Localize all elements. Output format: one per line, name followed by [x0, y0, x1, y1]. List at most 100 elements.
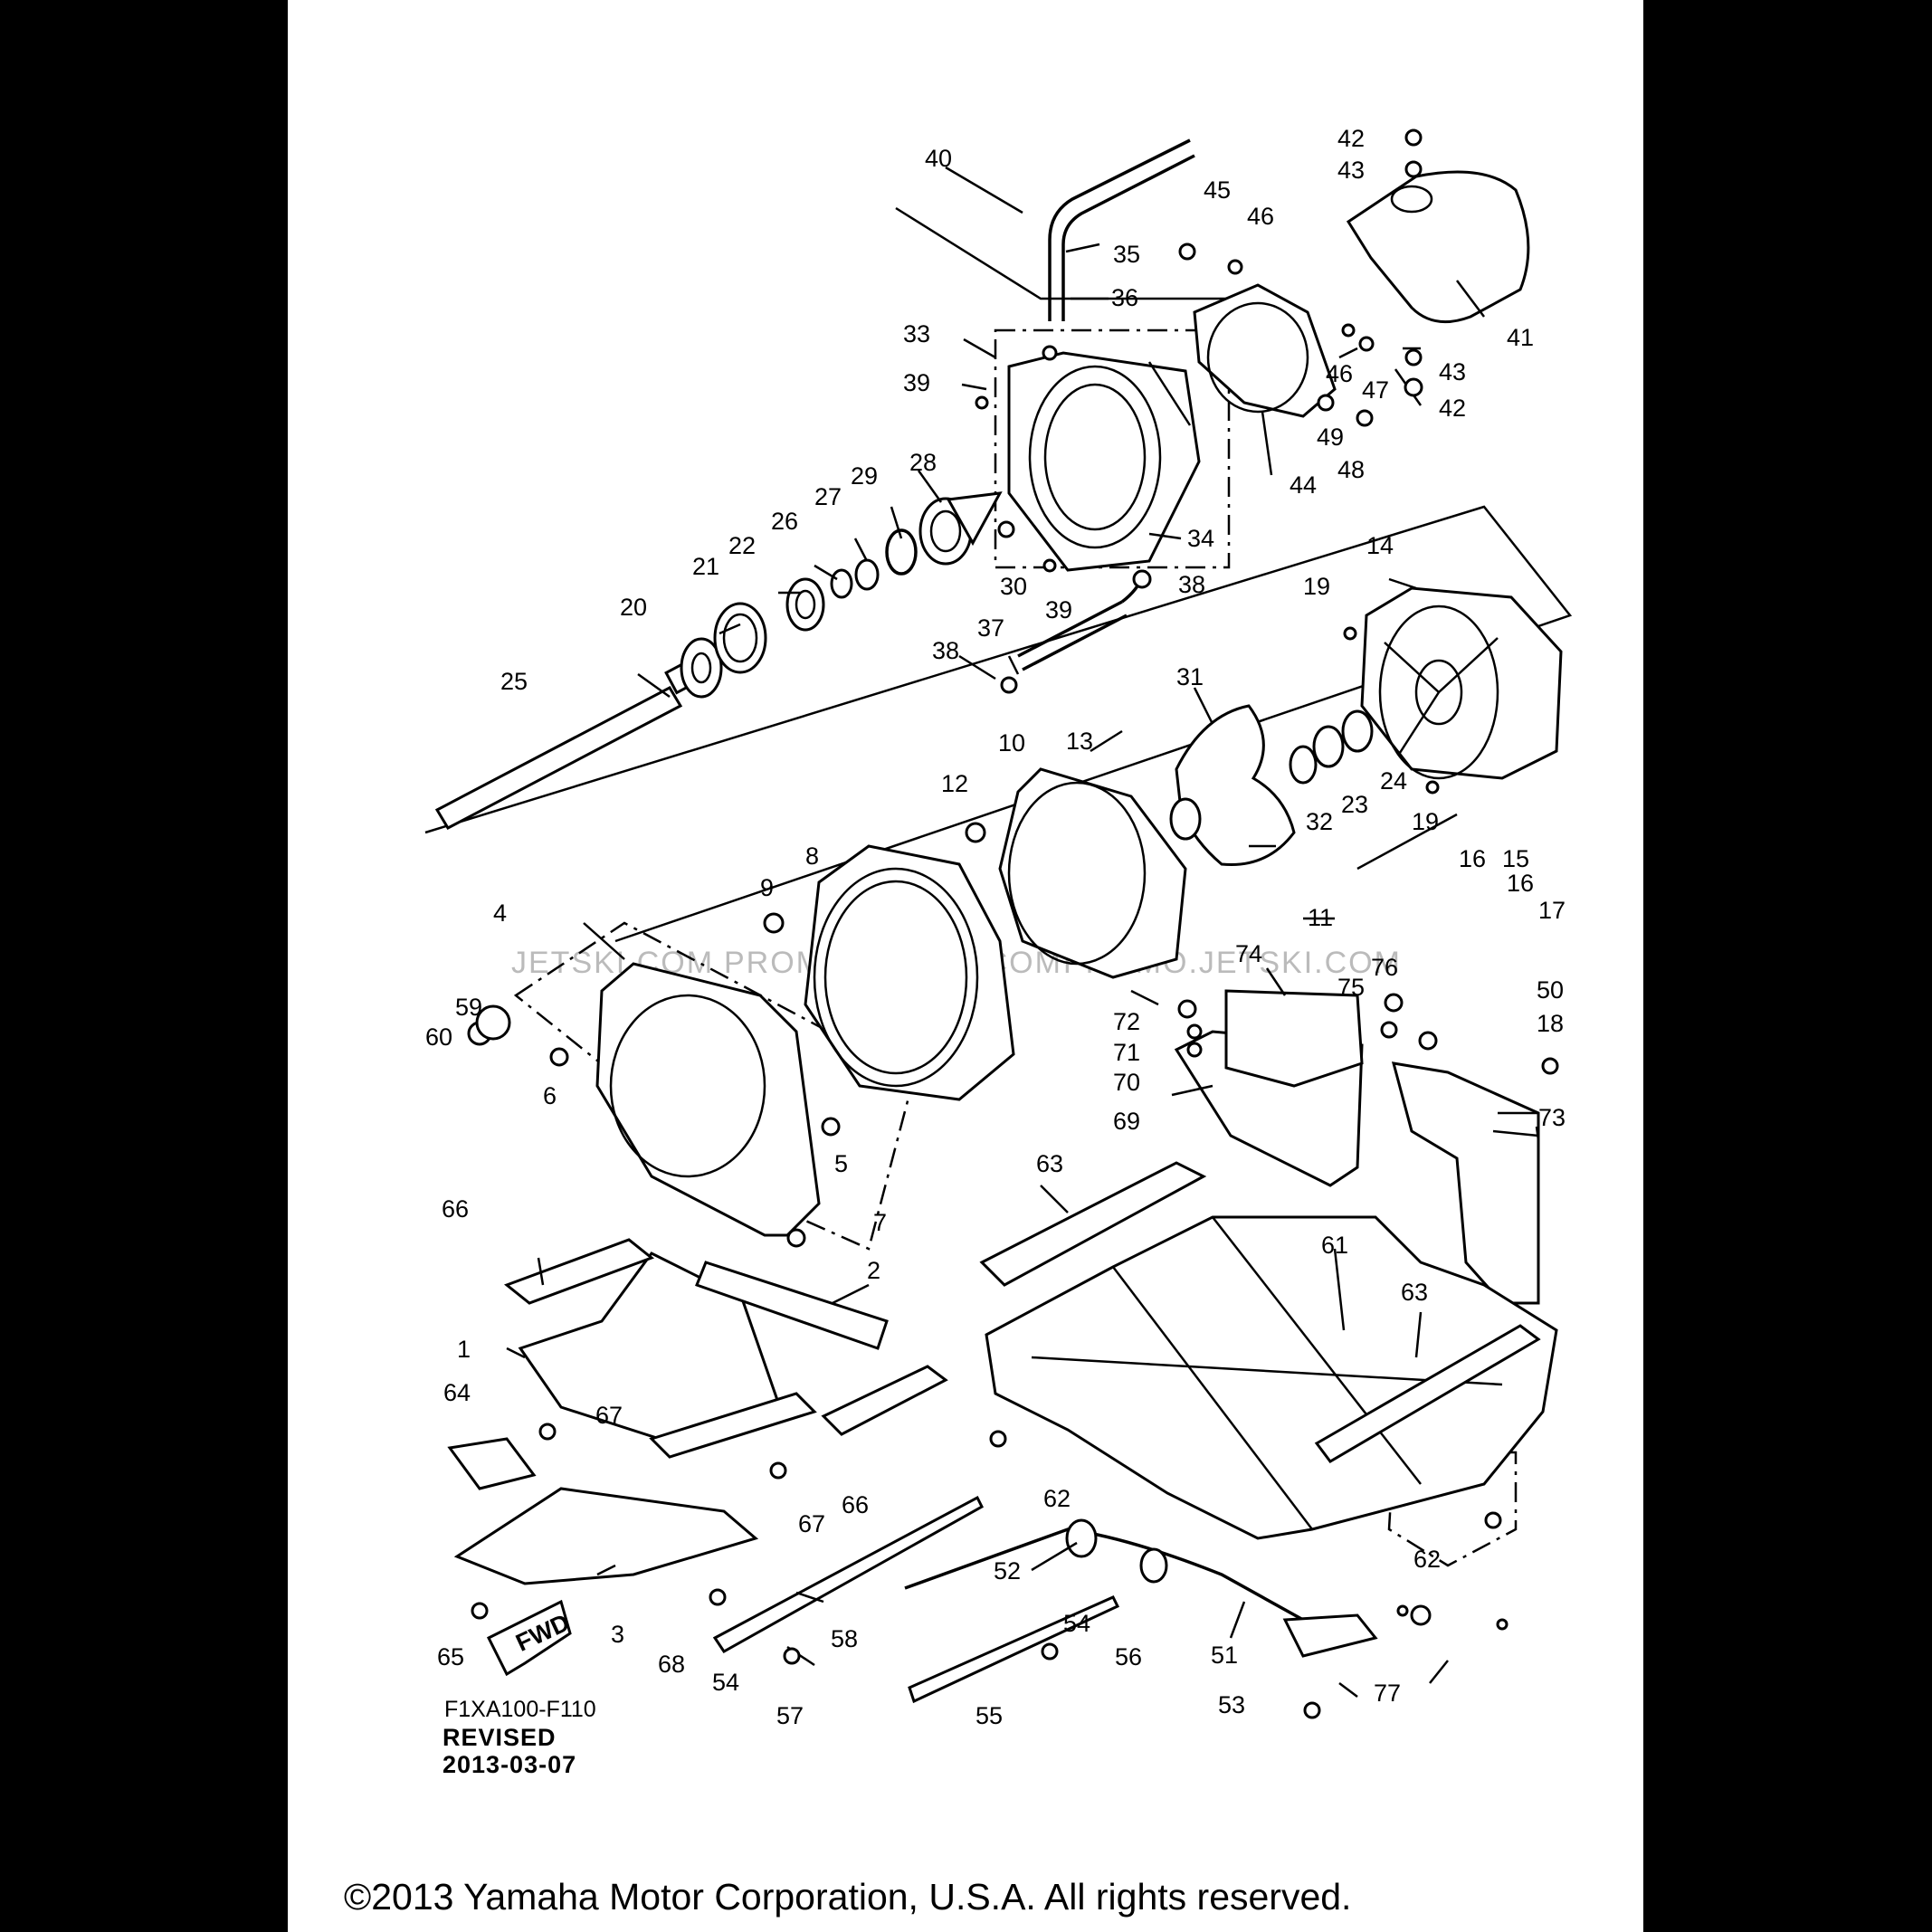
callout-48: 48	[1337, 456, 1365, 483]
callout-74: 74	[1235, 940, 1262, 967]
callout-66b: 66	[842, 1491, 869, 1518]
callout-70: 70	[1113, 1069, 1140, 1096]
callout-69: 69	[1113, 1108, 1140, 1135]
callout-42b: 42	[1439, 395, 1466, 422]
fwd-arrow-icon: FWD	[486, 1599, 574, 1677]
callout-66a: 66	[442, 1195, 469, 1223]
callout-13: 13	[1066, 728, 1093, 755]
reverse-gate-41	[1346, 170, 1530, 324]
watermark-left: JETSKI.COM	[511, 946, 714, 980]
callout-37: 37	[977, 614, 1004, 642]
callout-41: 41	[1507, 324, 1534, 351]
callout-60: 60	[425, 1023, 452, 1051]
callout-16b: 16	[1507, 870, 1534, 897]
callout-6: 6	[543, 1082, 557, 1109]
callout-20: 20	[620, 594, 647, 621]
callout-2: 2	[867, 1257, 880, 1284]
callout-26: 26	[771, 508, 798, 535]
callout-58: 58	[831, 1625, 858, 1652]
callout-33: 33	[903, 320, 930, 347]
callout-22: 22	[728, 532, 756, 559]
callout-51: 51	[1211, 1642, 1238, 1669]
callout-57: 57	[776, 1702, 804, 1729]
callout-64: 64	[443, 1379, 471, 1406]
callout-10: 10	[998, 729, 1025, 757]
engine-mount-1	[518, 1252, 780, 1450]
callout-34: 34	[1187, 525, 1214, 552]
callout-54a: 54	[712, 1669, 739, 1696]
callout-9: 9	[760, 874, 774, 901]
callout-21: 21	[692, 553, 719, 580]
housing-kit-box	[513, 921, 916, 1251]
callout-49: 49	[1317, 424, 1344, 451]
callout-1: 1	[457, 1336, 471, 1363]
callout-30: 30	[1000, 573, 1027, 600]
callout-53: 53	[1218, 1691, 1245, 1718]
callout-28: 28	[909, 449, 937, 476]
callout-62b: 62	[1413, 1546, 1441, 1573]
callout-43a: 43	[1337, 157, 1365, 184]
callout-32: 32	[1306, 808, 1333, 835]
callout-4: 4	[493, 899, 507, 927]
callout-71: 71	[1113, 1039, 1140, 1066]
callout-38b: 38	[932, 637, 959, 664]
callout-31: 31	[1176, 663, 1204, 690]
impeller-31	[1169, 704, 1296, 867]
leader-lines	[506, 166, 1540, 1698]
callout-8: 8	[805, 842, 819, 870]
callout-24: 24	[1380, 767, 1407, 795]
callout-labels: 40 35 36 33 39 34 38 39 30 45 46 46 47 4…	[425, 125, 1566, 1729]
callout-44: 44	[1290, 471, 1317, 499]
hoses	[1017, 138, 1195, 671]
mount-plate-69	[1174, 989, 1364, 1187]
callout-36: 36	[1111, 284, 1138, 311]
callout-75: 75	[1337, 974, 1365, 1001]
callout-50: 50	[1537, 976, 1564, 1004]
drive-shaft	[434, 658, 703, 830]
cable-51	[904, 1518, 1378, 1658]
callout-46a: 46	[1247, 203, 1274, 230]
revised-label: REVISED	[443, 1724, 557, 1751]
callout-23: 23	[1341, 791, 1368, 818]
rails-63	[979, 1161, 1541, 1463]
callout-40: 40	[925, 145, 952, 172]
callout-29: 29	[851, 462, 878, 490]
callout-61: 61	[1321, 1232, 1348, 1259]
callout-72: 72	[1113, 1008, 1140, 1035]
intake-duct-8	[804, 844, 1015, 1101]
callout-19a: 19	[1303, 573, 1330, 600]
callout-46b: 46	[1326, 360, 1353, 387]
callout-16a: 16	[1459, 845, 1486, 872]
callout-35: 35	[1113, 241, 1140, 268]
copyright-notice: ©2013 Yamaha Motor Corporation, U.S.A. A…	[344, 1876, 1352, 1918]
callout-68: 68	[658, 1651, 685, 1678]
callout-63b: 63	[1401, 1279, 1428, 1306]
callout-63a: 63	[1036, 1150, 1063, 1177]
callout-59: 59	[455, 994, 482, 1021]
callout-14: 14	[1366, 532, 1394, 559]
stay-2	[695, 1261, 889, 1350]
revision-date: 2013-03-07	[443, 1751, 577, 1778]
bracket-3	[453, 1487, 759, 1585]
deflector-44	[1193, 283, 1337, 418]
nozzle-kit-box	[994, 328, 1231, 569]
callout-19b: 19	[1412, 808, 1439, 835]
cap-28	[918, 491, 1003, 566]
callout-52: 52	[994, 1557, 1021, 1585]
callout-56: 56	[1115, 1643, 1142, 1670]
callout-77: 77	[1374, 1680, 1401, 1707]
intake-duct-10	[998, 767, 1187, 979]
callout-3: 3	[611, 1621, 624, 1648]
callout-25: 25	[500, 668, 528, 695]
callout-15: 15	[1502, 845, 1529, 872]
assembly-guide-lines	[424, 206, 1573, 1567]
callout-67a: 67	[595, 1402, 623, 1429]
callout-39a: 39	[903, 369, 930, 396]
tie-band-58	[712, 1495, 984, 1653]
document-code: F1XA100-F110	[444, 1697, 596, 1722]
callout-12: 12	[941, 770, 968, 797]
callout-55: 55	[976, 1702, 1003, 1729]
callout-38a: 38	[1178, 571, 1205, 598]
callout-54b: 54	[1063, 1610, 1090, 1637]
